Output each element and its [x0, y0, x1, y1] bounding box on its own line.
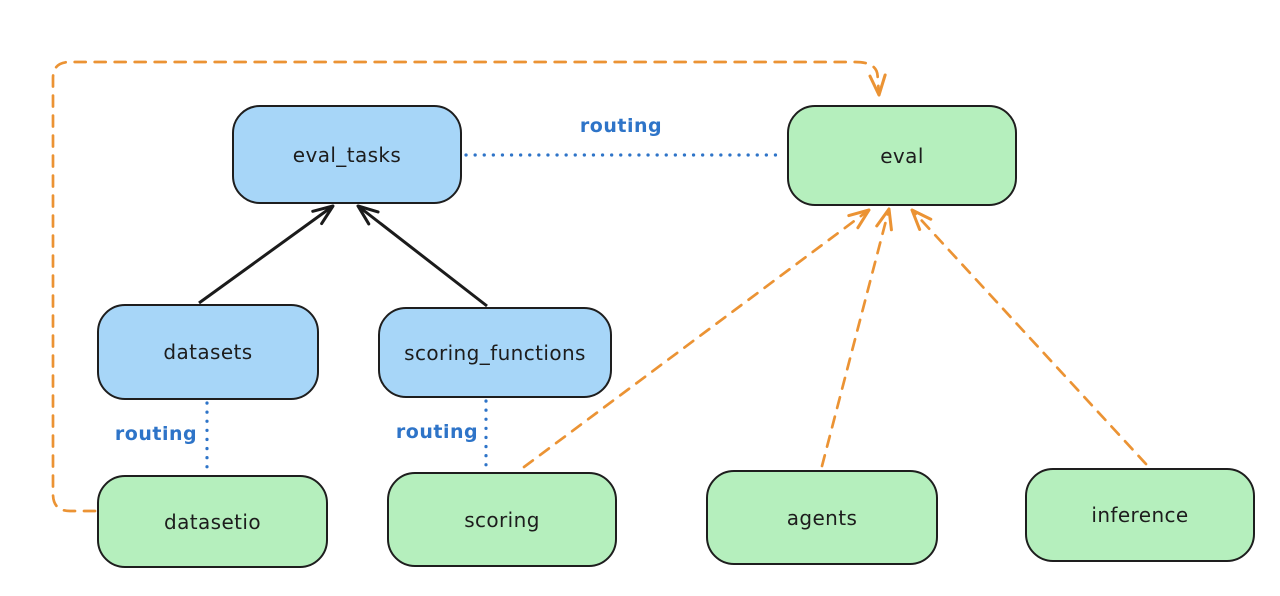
node-scoring-label: scoring: [464, 507, 540, 532]
node-agents-label: agents: [786, 505, 858, 530]
edge-scoring-functions-to-eval-tasks: [356, 204, 488, 308]
node-eval: eval: [787, 105, 1017, 206]
edge-scoring-to-eval: [522, 208, 871, 469]
edge-inference-to-eval: [910, 208, 1148, 466]
node-datasets-label: datasets: [163, 340, 253, 364]
node-scoring: scoring: [387, 472, 617, 567]
routing-label-datasets-datasetio: routing: [114, 423, 198, 445]
node-scoring-functions-label: scoring_functions: [404, 340, 586, 365]
edge-datasetio-to-eval: [51, 60, 887, 513]
routing-label-scoring-functions-scoring: routing: [395, 421, 479, 443]
node-datasetio-label: datasetio: [163, 509, 261, 534]
node-eval-tasks-label: eval_tasks: [292, 142, 402, 167]
node-eval-label: eval: [880, 143, 924, 168]
node-eval-tasks: eval_tasks: [232, 105, 462, 204]
node-agents: agents: [706, 470, 938, 565]
node-datasets: datasets: [97, 304, 319, 400]
node-datasetio: datasetio: [97, 475, 328, 568]
node-inference-label: inference: [1091, 503, 1189, 527]
edge-datasets-to-eval-tasks: [198, 204, 335, 305]
node-scoring-functions: scoring_functions: [378, 307, 612, 398]
edge-agents-to-eval: [820, 207, 893, 468]
routing-label-eval-tasks-eval: routing: [579, 115, 663, 137]
node-inference: inference: [1025, 468, 1255, 562]
